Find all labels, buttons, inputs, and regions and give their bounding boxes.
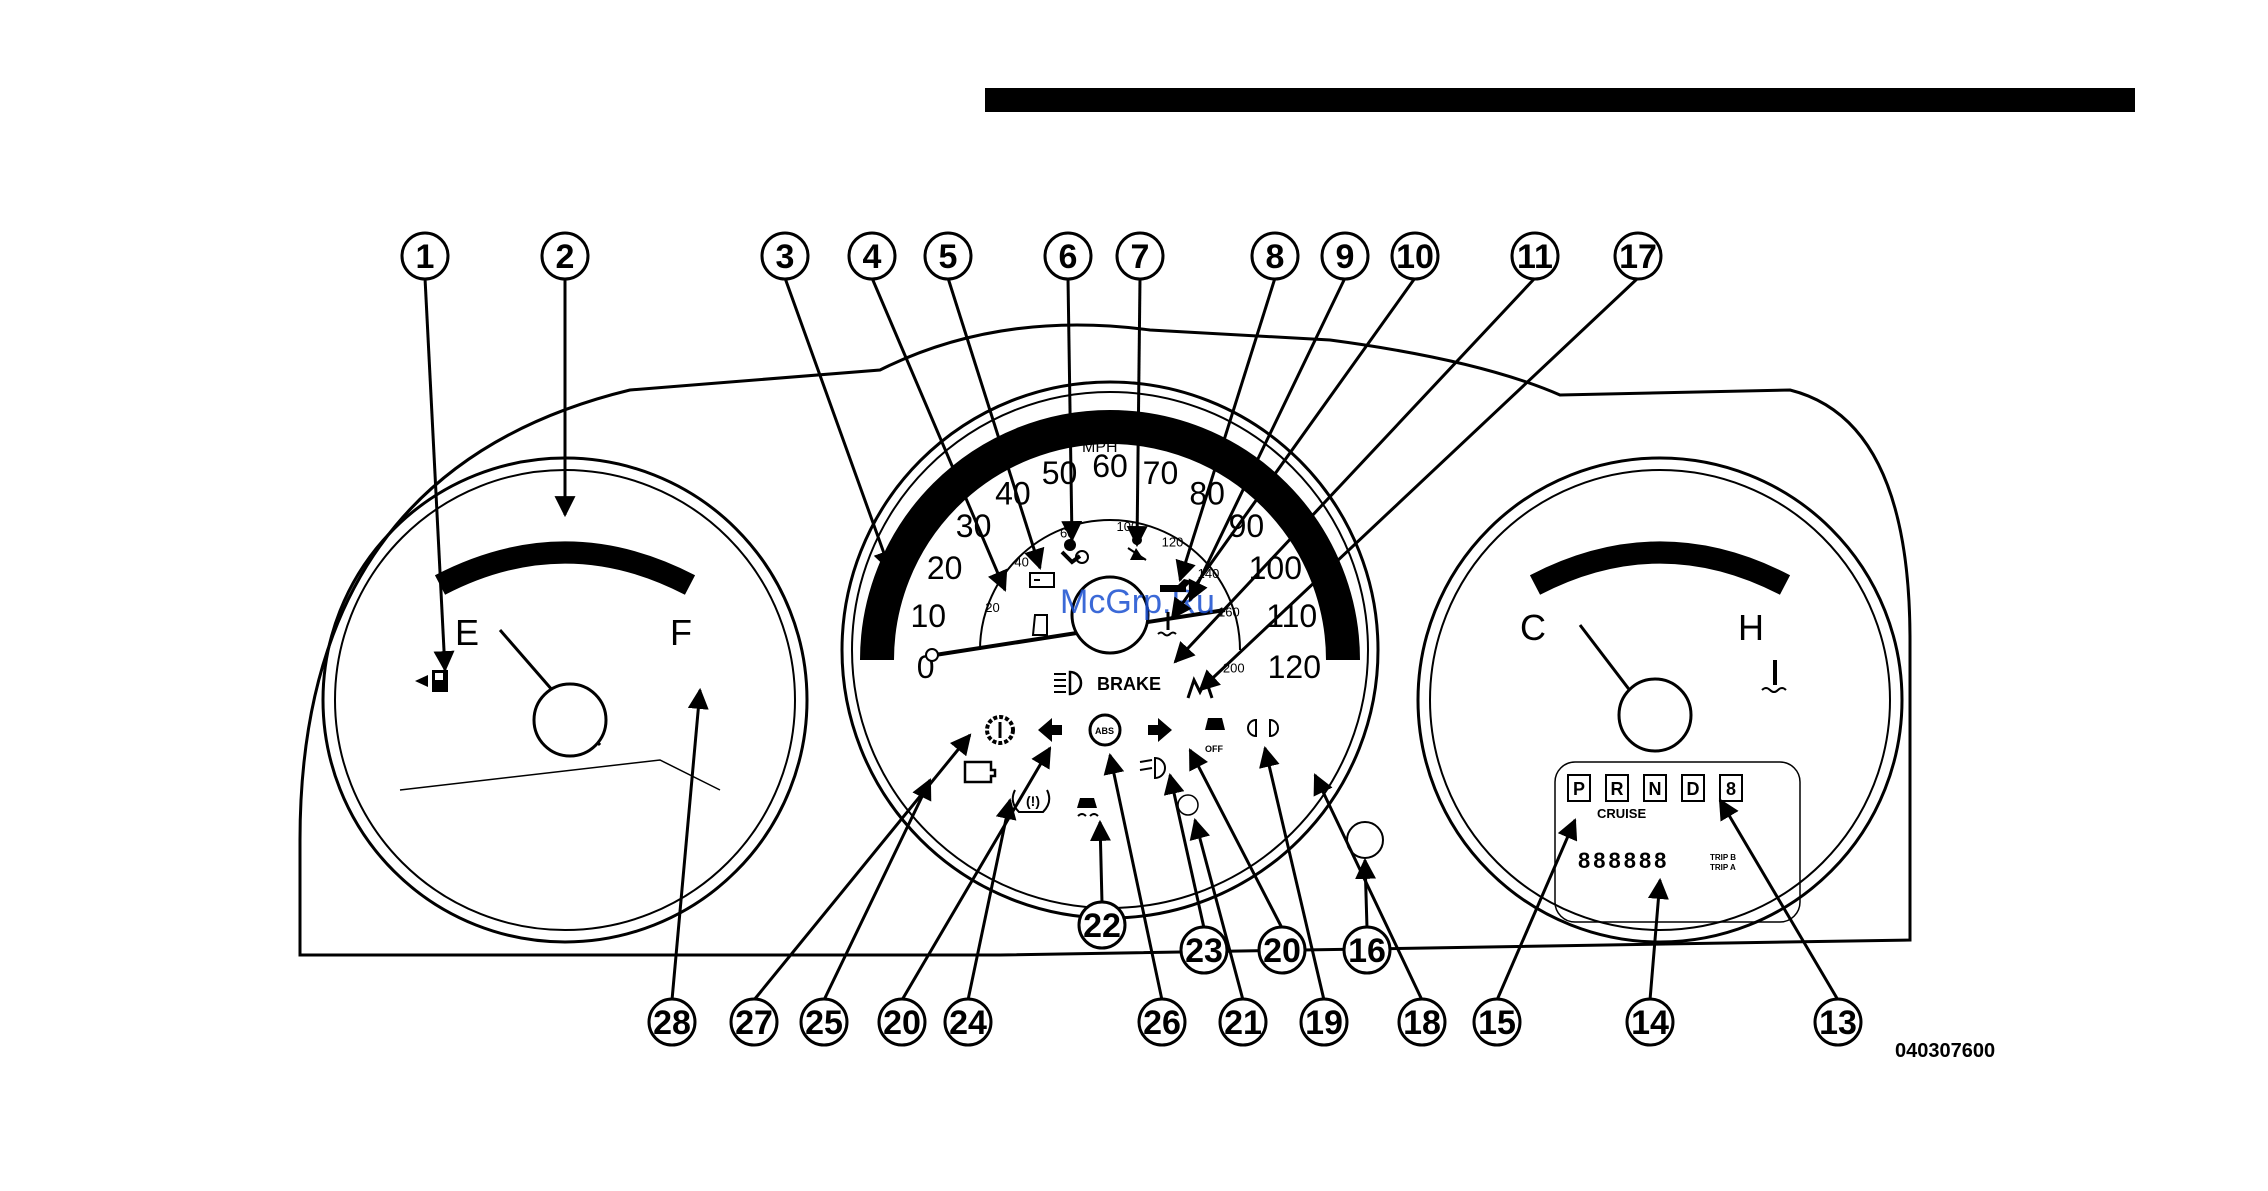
callout-number-16: 16	[1348, 932, 1386, 970]
callout-leader-14	[1650, 880, 1660, 1000]
fuel-hub	[534, 684, 606, 756]
callout-number-26: 26	[1143, 1004, 1181, 1042]
callout-number-10: 10	[1396, 238, 1434, 276]
high-beam-icon	[1054, 672, 1081, 694]
prnd-letter-8: 8	[1726, 779, 1736, 799]
svg-text:ABS: ABS	[1095, 726, 1114, 736]
callout-number-5: 5	[939, 238, 958, 276]
callout-number-23: 23	[1185, 932, 1223, 970]
header-bar	[985, 88, 2135, 112]
callout-leader-24	[968, 800, 1010, 1000]
callout-number-7: 7	[1131, 238, 1150, 276]
callout-number-6: 6	[1059, 238, 1078, 276]
trip-b-label: TRIP B	[1710, 853, 1736, 862]
prnd-display	[1555, 762, 1800, 922]
skid-icon	[1077, 798, 1098, 816]
mph-tick-70: 70	[1143, 455, 1179, 491]
callout-number-17: 17	[1619, 238, 1657, 276]
callout-leader-7	[1137, 278, 1140, 545]
abs-icon: ABS	[1090, 715, 1120, 745]
callout-number-21: 21	[1224, 1004, 1262, 1042]
callout-number-20: 20	[883, 1004, 921, 1042]
callout-number-28: 28	[653, 1004, 691, 1042]
callout-number-22: 22	[1083, 907, 1121, 945]
prnd-letter-N: N	[1649, 779, 1662, 799]
right-turn-icon	[1148, 718, 1172, 742]
mph-tick-10: 10	[911, 598, 947, 634]
fuel-empty-label: E	[455, 612, 479, 653]
fuel-full-label: F	[670, 612, 692, 653]
fuel-pump-icon	[415, 670, 448, 692]
callout-leader-15	[1497, 820, 1575, 1000]
callout-number-19: 19	[1305, 1004, 1343, 1042]
callout-number-15: 15	[1478, 1004, 1516, 1042]
fuel-gauge: E F	[323, 458, 807, 942]
odometer-digits: 888888	[1578, 848, 1669, 873]
callout-leader-28	[672, 690, 700, 1000]
svg-text:OFF: OFF	[1205, 744, 1223, 754]
kmh-tick-200: 200	[1223, 660, 1245, 675]
mph-unit-label: MPH	[1082, 439, 1118, 456]
callout-number-4: 4	[863, 238, 882, 276]
callout-leader-6	[1068, 278, 1072, 540]
prnd-letter-P: P	[1573, 779, 1585, 799]
kmh-tick-40: 40	[1014, 555, 1028, 570]
temp-hot-label: H	[1738, 607, 1764, 648]
callout-leader-22	[1100, 822, 1102, 903]
left-turn-icon	[1038, 718, 1062, 742]
mph-tick-120: 120	[1268, 649, 1321, 685]
mph-tick-20: 20	[927, 550, 963, 586]
trip-a-label: TRIP A	[1710, 863, 1736, 872]
brake-label: BRAKE	[1097, 674, 1161, 694]
callout-leader-27	[754, 735, 970, 1000]
callout-leader-16	[1365, 860, 1367, 928]
airbag-icon	[1062, 539, 1088, 563]
prnd-letters: P R N D 8	[1568, 775, 1742, 801]
callout-number-2: 2	[556, 238, 575, 276]
callout-number-1: 1	[416, 238, 435, 276]
indicator-lamp-21	[1178, 795, 1198, 815]
callout-leader-23	[1170, 775, 1204, 928]
fuel-scale-arc	[440, 553, 690, 586]
engine-temp-icon	[1762, 660, 1786, 692]
fog-lamp-icon	[1140, 758, 1165, 778]
temp-gauge: C H P R N D 8 CRUISE 888888 TRIP B TRIP A	[1418, 458, 1902, 942]
cruise-label: CRUISE	[1597, 806, 1646, 821]
figure-code: 040307600	[1895, 1040, 1995, 1062]
front-fog-icon	[1248, 720, 1278, 736]
temp-cold-label: C	[1520, 607, 1546, 648]
callout-leader-26	[1110, 755, 1162, 1000]
callout-number-14: 14	[1631, 1004, 1669, 1042]
speedometer: 0102030405060708090100110120 20406010012…	[842, 382, 1378, 918]
callout-number-18: 18	[1403, 1004, 1441, 1042]
callout-number-9: 9	[1336, 238, 1355, 276]
prnd-letter-D: D	[1687, 779, 1700, 799]
callout-number-8: 8	[1266, 238, 1285, 276]
callout-number-24: 24	[949, 1004, 987, 1042]
callout-number-3: 3	[776, 238, 795, 276]
temp-scale-arc	[1535, 553, 1785, 586]
callout-number-27: 27	[735, 1004, 773, 1042]
engine-gear-icon	[987, 717, 1013, 743]
temp-hub	[1619, 679, 1691, 751]
callout-leader-3	[785, 278, 890, 570]
callout-leader-25	[824, 780, 930, 1000]
svg-text:(!): (!)	[1026, 793, 1040, 809]
prnd-letter-R: R	[1611, 779, 1624, 799]
callout-number-11: 11	[1517, 238, 1553, 276]
door-ajar-icon	[1033, 615, 1047, 635]
callout-number-20: 20	[1263, 932, 1301, 970]
battery-icon	[1030, 573, 1054, 587]
check-engine-icon	[965, 762, 995, 782]
callout-number-13: 13	[1819, 1004, 1857, 1042]
callout-leader-13	[1720, 800, 1838, 1000]
traction-off-icon: OFF	[1205, 718, 1225, 754]
callout-leader-1	[425, 278, 445, 670]
callout-number-25: 25	[805, 1004, 843, 1042]
